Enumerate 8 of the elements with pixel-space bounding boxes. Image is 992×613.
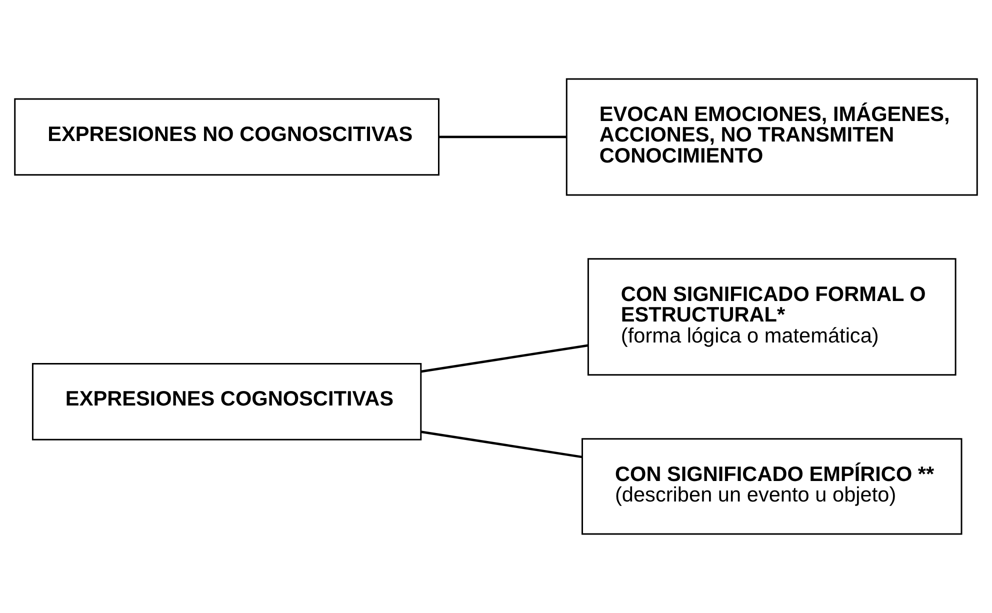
- node-box: EXPRESIONES COGNOSCITIVAS: [32, 363, 422, 440]
- connector: [420, 430, 582, 458]
- node-box: CON SIGNIFICADO FORMAL O ESTRUCTURAL* (forma lógica o matemática): [587, 258, 956, 376]
- node-box: EXPRESIONES NO COGNOSCITIVAS: [14, 98, 440, 176]
- connector: [420, 344, 588, 373]
- node-box: CON SIGNIFICADO EMPÍRICO ** (describen un evento u objeto): [582, 438, 962, 535]
- connector: [439, 136, 566, 138]
- node-box: EVOCAN EMOCIONES, IMÁGENES, ACCIONES, NO TRANSMITEN CONOCIMIENTO: [566, 78, 978, 196]
